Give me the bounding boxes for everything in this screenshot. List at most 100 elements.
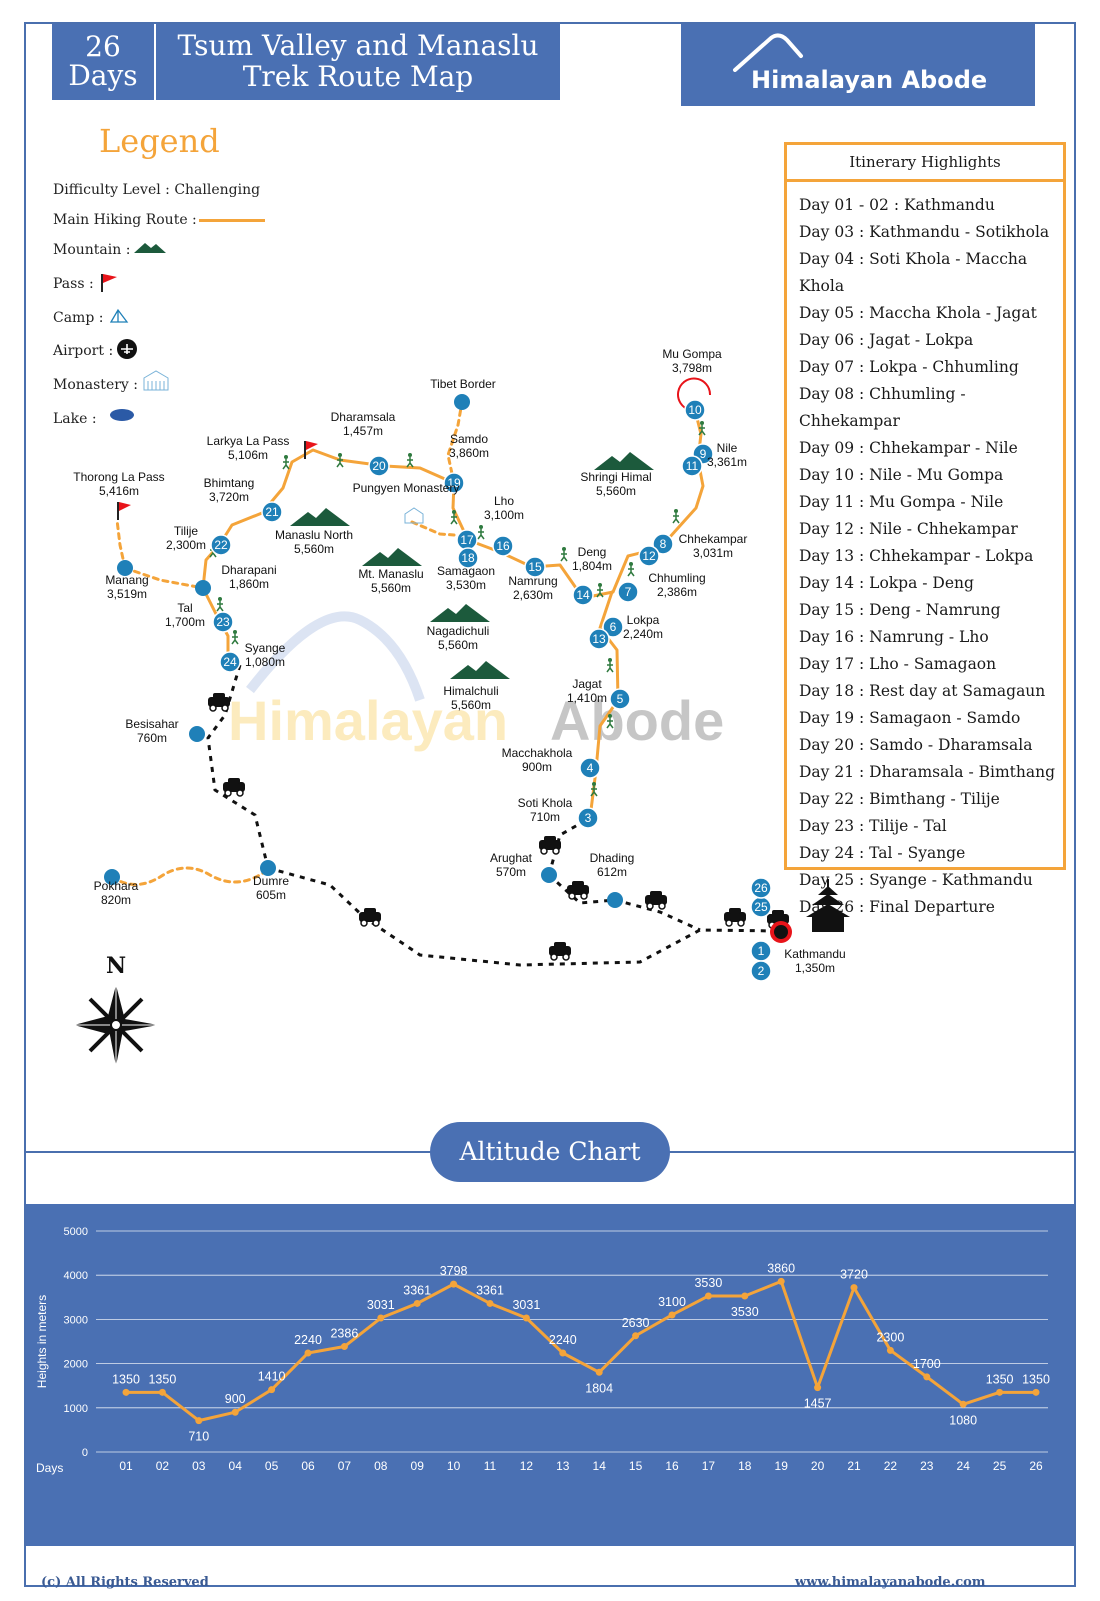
day-marker-label: 8 [660, 537, 667, 551]
monastery-icon [143, 370, 169, 391]
camp-hiker-icon [627, 562, 635, 577]
day-marker-label: 18 [461, 551, 475, 565]
place-altitude: 2,300m [166, 538, 206, 552]
data-point [923, 1373, 931, 1381]
day-marker: 24 [219, 651, 241, 673]
day-marker: 3 [577, 807, 599, 829]
vehicle-icon [208, 693, 230, 712]
camp-hiker-icon [406, 453, 414, 468]
x-tick-label: 22 [884, 1459, 898, 1473]
place-altitude: 5,560m [451, 698, 491, 712]
itinerary-item: Day 20 : Samdo - Dharamsala [799, 736, 1033, 754]
place-name: Nagadichuli [427, 624, 490, 638]
altitude-chart-title: Altitude Chart [430, 1122, 670, 1182]
itinerary-item: Day 21 : Dharamsala - Bimthang [799, 763, 1056, 781]
mountain-icon [430, 604, 490, 622]
place-name: Soti Khola [518, 796, 573, 810]
page-title: Tsum Valley and Manaslu Trek Route Map [156, 24, 560, 100]
day-marker: 19 [443, 472, 465, 494]
day-marker: 16 [492, 535, 514, 557]
x-tick-label: 12 [520, 1459, 534, 1473]
place-altitude: 1,457m [343, 424, 383, 438]
data-label: 2240 [549, 1333, 577, 1347]
tent-icon [109, 308, 129, 323]
day-marker: 23 [212, 611, 234, 633]
camp-hiker-icon [282, 455, 290, 470]
itinerary-item: Day 10 : Nile - Mu Gompa [799, 466, 1004, 484]
itinerary-item: Day 16 : Namrung - Lho [799, 628, 989, 646]
days-number: 26 [85, 30, 121, 63]
day-marker-label: 17 [460, 533, 474, 547]
itinerary-item: Day 03 : Kathmandu - Sotikhola [799, 223, 1050, 241]
data-label: 1804 [585, 1381, 613, 1395]
vehicle-icon [567, 881, 589, 900]
route-map: Himalayan Abode 123456789101112131415161… [73, 347, 850, 1066]
place-name: Jagat [572, 677, 602, 691]
day-marker: 8 [652, 533, 674, 555]
mountain-icon [290, 508, 350, 526]
x-tick-label: 17 [702, 1459, 716, 1473]
place-label: Tibet Border [430, 377, 496, 391]
compass-north: N [106, 953, 126, 979]
data-point [777, 1277, 785, 1285]
place-name: Chhekampar [679, 532, 748, 546]
website-link[interactable]: www.himalayanabode.com [795, 1575, 986, 1590]
itinerary-title: Itinerary Highlights [787, 145, 1063, 182]
day-marker: 10 [684, 399, 706, 421]
title-line-1: Tsum Valley and Manaslu [177, 29, 539, 62]
legend-camp: Camp : [53, 310, 104, 326]
x-tick-label: 16 [665, 1459, 679, 1473]
x-tick-label: 05 [265, 1459, 279, 1473]
location-dot [189, 726, 205, 742]
mountain-icon [594, 452, 654, 470]
day-marker: 20 [368, 455, 390, 477]
day-marker-label: 16 [496, 539, 510, 553]
day-marker-label: 21 [265, 505, 279, 519]
place-name: Nile [717, 441, 738, 455]
place-altitude: 1,410m [567, 691, 607, 705]
itinerary-item: Day 19 : Samagaon - Samdo [799, 709, 1021, 727]
data-point [377, 1314, 385, 1322]
x-tick-label: 13 [556, 1459, 570, 1473]
place-name: Manang [105, 573, 148, 587]
place-name: Manaslu North [275, 528, 353, 542]
day-marker-label: 20 [372, 459, 386, 473]
day-marker: 18 [457, 547, 479, 569]
watermark: Himalayan Abode [228, 611, 724, 752]
road-route [547, 873, 701, 932]
data-point [158, 1388, 166, 1396]
data-point [559, 1349, 567, 1357]
x-tick-label: 23 [920, 1459, 934, 1473]
day-marker-label: 6 [610, 620, 617, 634]
location-dot [117, 560, 133, 576]
itinerary-item: Day 08 : Chhumling - Chhekampar [799, 385, 966, 430]
kathmandu-temple-icon [806, 879, 850, 932]
legend-lake: Lake : [53, 411, 97, 427]
y-tick-label: 5000 [64, 1226, 88, 1238]
data-label: 3100 [658, 1295, 686, 1309]
place-name: Namrung [508, 574, 557, 588]
place-name: Samdo [450, 432, 488, 446]
place-name: Himalchuli [443, 684, 498, 698]
place-name: Chhumling [648, 571, 705, 585]
day-marker: 25 [750, 896, 772, 918]
x-tick-label: 02 [156, 1459, 170, 1473]
legend-pass: Pass : [53, 276, 94, 292]
place-altitude: 3,798m [672, 361, 712, 375]
place-name: Pokhara [94, 879, 139, 893]
location-dot [607, 892, 623, 908]
pass-flag-icon [117, 502, 131, 520]
place-altitude: 710m [530, 810, 560, 824]
place-altitude: 3,519m [107, 587, 147, 601]
day-marker-label: 14 [576, 588, 590, 602]
